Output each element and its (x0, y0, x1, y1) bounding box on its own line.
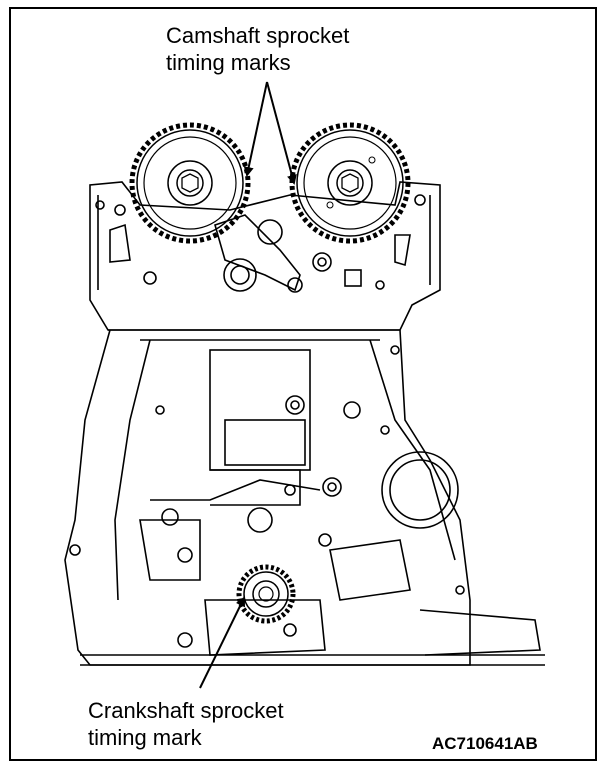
reference-code: AC710641AB (432, 734, 538, 753)
outer-border (9, 7, 597, 761)
left-camshaft-sprocket (129, 122, 251, 244)
crankshaft-arrow (199, 596, 245, 689)
camshaft-timing-label: Camshaft sprocket timing marks (166, 23, 350, 75)
engine-outline (64, 181, 545, 666)
crankshaft-timing-label: Crankshaft sprocket timing mark (88, 698, 284, 750)
right-camshaft-sprocket (289, 122, 411, 244)
camshaft-arrow-right (266, 81, 297, 185)
crankshaft-sprocket (236, 564, 296, 624)
timing-mark-arrows (199, 81, 297, 689)
camshaft-arrow-left (243, 81, 268, 177)
